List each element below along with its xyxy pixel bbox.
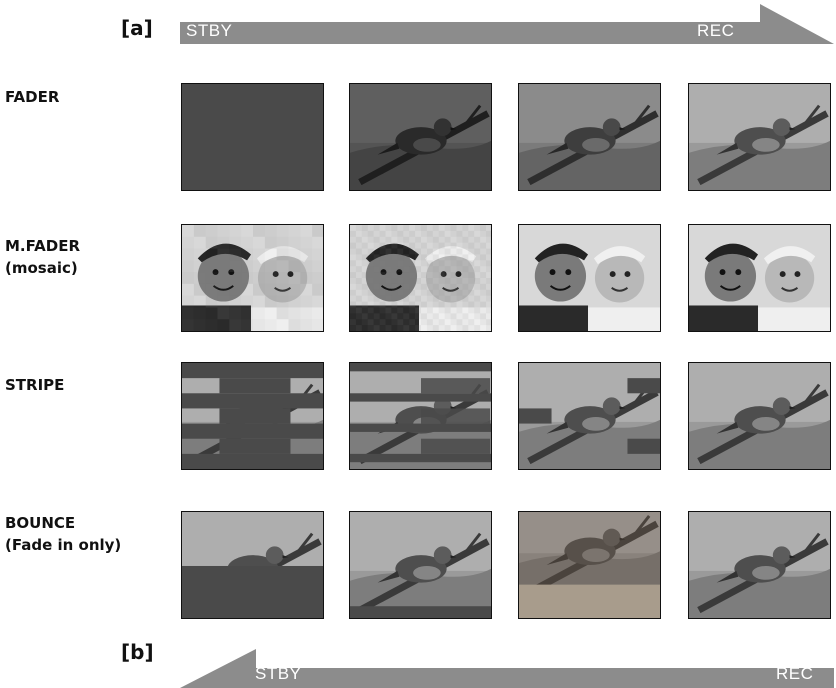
mfader-frame-4 <box>688 224 831 332</box>
tag-a: [a] <box>121 16 153 40</box>
top-arrow <box>180 4 834 44</box>
stripe-frame-1 <box>181 362 324 470</box>
mfader-frame-2 <box>349 224 492 332</box>
stripe-frame-2 <box>349 362 492 470</box>
tag-b: [b] <box>121 640 154 664</box>
mfader-frame-1 <box>181 224 324 332</box>
row-label-mfader: M.FADER (mosaic) <box>5 237 81 277</box>
row-label-bounce: BOUNCE (Fade in only) <box>5 514 122 554</box>
bottom-rec-label: REC <box>776 664 814 683</box>
fader-frame-2 <box>349 83 492 191</box>
top-rec-label: REC <box>697 21 735 40</box>
stripe-frame-4 <box>688 362 831 470</box>
row-label-stripe: STRIPE <box>5 376 65 394</box>
fader-frame-1 <box>181 83 324 191</box>
row-label-fader: FADER <box>5 88 60 106</box>
stripe-frame-3 <box>518 362 661 470</box>
fader-frame-4 <box>688 83 831 191</box>
fader-frame-3 <box>518 83 661 191</box>
bounce-frame-4 <box>688 511 831 619</box>
bottom-stby-label: STBY <box>255 664 302 683</box>
bounce-frame-1 <box>181 511 324 619</box>
bounce-frame-2 <box>349 511 492 619</box>
bottom-arrow <box>180 649 834 688</box>
mfader-frame-3 <box>518 224 661 332</box>
top-stby-label: STBY <box>186 21 233 40</box>
bounce-frame-3 <box>518 511 661 619</box>
